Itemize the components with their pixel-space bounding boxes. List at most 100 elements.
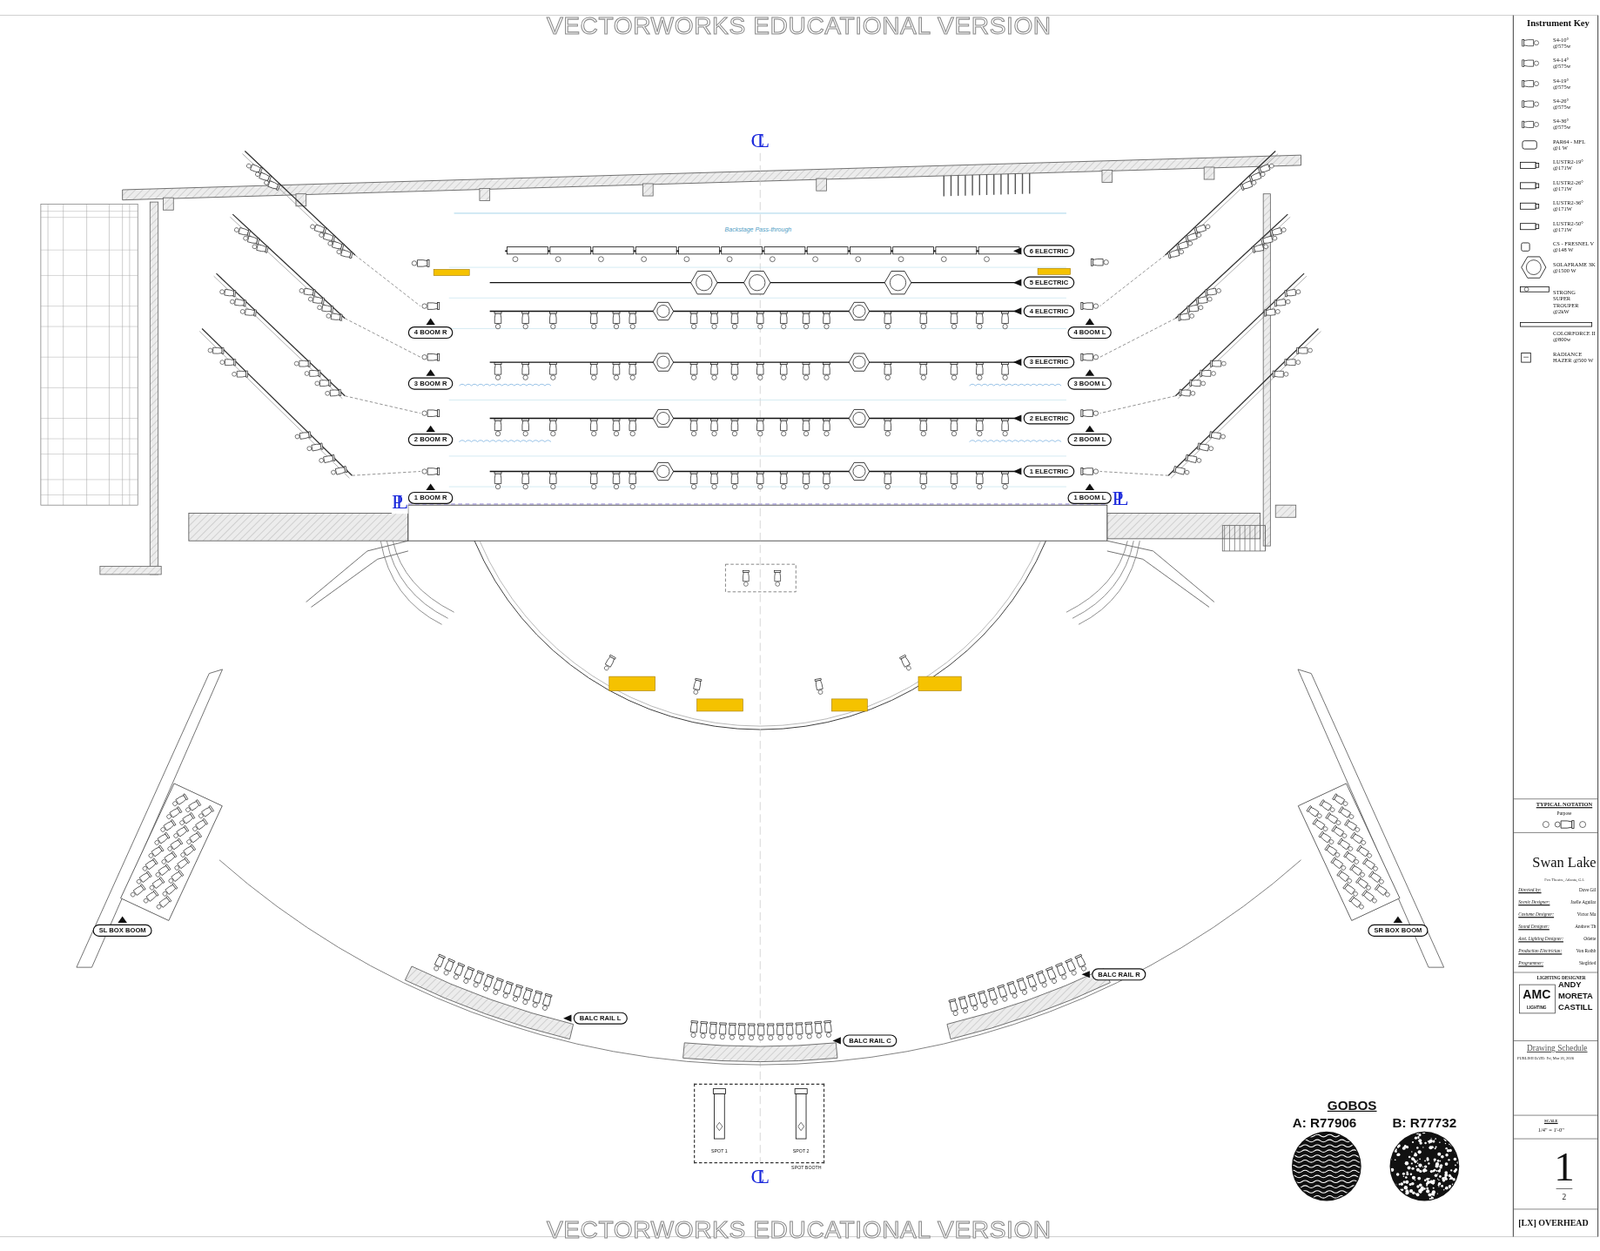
- position-name: SL BOX BOOM: [99, 926, 147, 934]
- stair-tread: [1229, 525, 1231, 552]
- gobo-speck: [1411, 1150, 1412, 1152]
- channel-circle: [691, 323, 696, 329]
- par-light: [941, 256, 947, 263]
- instrument-body: [795, 1023, 803, 1034]
- instrument: [1522, 100, 1540, 108]
- gobo-speck: [1411, 1162, 1413, 1164]
- instrument: [1179, 389, 1196, 397]
- instrument-body: [629, 313, 637, 324]
- instrument-body: [427, 410, 438, 417]
- table-rule: [108, 203, 110, 505]
- instrument-lens: [1001, 363, 1009, 365]
- instrument-body: [494, 420, 502, 431]
- channel-circle: [1335, 820, 1342, 827]
- instrument-body: [590, 420, 598, 431]
- instrument: [1001, 311, 1009, 330]
- instrument: [950, 311, 958, 330]
- instrument-body: [711, 313, 719, 324]
- direction-arrow: [1013, 279, 1022, 287]
- stair-tread: [1007, 174, 1009, 195]
- direction-arrow: [833, 1036, 841, 1044]
- channel-circle: [1260, 171, 1266, 177]
- instrument-lens: [711, 418, 719, 421]
- instrument: [1196, 295, 1213, 305]
- gobo-speck: [1438, 1185, 1439, 1187]
- title-block-rule: [1512, 1208, 1598, 1210]
- plot-label: VECTORWORKS EDUCATIONAL VERSION: [546, 11, 1052, 41]
- instrument-lens: [1319, 800, 1325, 807]
- instrument-lens: [1318, 831, 1325, 838]
- instrument-body: [1001, 420, 1009, 431]
- instrument: [1522, 60, 1540, 68]
- instrument-body: [711, 473, 719, 485]
- plot-label: Von Rothb: [1576, 947, 1597, 954]
- position-tag: SL BOX BOOM: [93, 924, 153, 937]
- instrument: [1325, 812, 1343, 827]
- gobo-speck: [1425, 1189, 1430, 1193]
- instrument-body: [1201, 369, 1211, 377]
- par-light: [984, 256, 990, 263]
- position-tag: BALC RAIL L: [573, 1012, 628, 1025]
- instrument: [242, 235, 260, 245]
- gobo-speck: [1391, 1183, 1394, 1186]
- gobo-speck: [1397, 1145, 1399, 1148]
- instrument-lens: [1338, 806, 1345, 814]
- gobo-speck: [1399, 1182, 1404, 1186]
- plot-label: CL: [750, 1164, 770, 1189]
- plot-label: TYPICAL NOTATION: [1536, 800, 1593, 807]
- instrument-lens: [1263, 309, 1267, 316]
- instrument-body: [950, 313, 958, 324]
- gobo-speck: [1390, 1150, 1393, 1154]
- gobo-speck: [1426, 1158, 1430, 1162]
- channel-circle: [523, 375, 528, 380]
- stair-tread: [1028, 173, 1030, 194]
- leg-masking: [458, 383, 551, 386]
- instrument-lens: [1204, 289, 1208, 296]
- gobo-speck: [1391, 1183, 1395, 1186]
- instrument-body: [823, 313, 831, 324]
- channel-circle: [758, 430, 763, 436]
- instrument-lens: [756, 471, 764, 474]
- gobo-speck: [1427, 1162, 1430, 1164]
- table-rule: [40, 438, 138, 440]
- gobo-speck: [1437, 1197, 1441, 1202]
- instrument: [884, 311, 892, 330]
- instrument: [690, 418, 698, 437]
- par-light: [898, 256, 904, 263]
- channel-circle: [219, 289, 224, 294]
- stair-tread: [1223, 525, 1225, 552]
- instrument-body: [1092, 258, 1103, 266]
- instrument: [612, 418, 620, 437]
- plot-label: Jaelle Aguilar: [1570, 899, 1596, 905]
- instrument: [822, 471, 830, 490]
- channel-circle: [135, 878, 142, 885]
- instrument-body: [976, 473, 984, 485]
- gobo-speck: [1452, 1134, 1454, 1137]
- instrument: [1081, 302, 1099, 310]
- plot-label: CL: [750, 128, 770, 153]
- channel-circle: [630, 375, 635, 380]
- gobo-wave: [1290, 1134, 1364, 1137]
- instrument: [899, 654, 913, 672]
- instrument-lens: [710, 1021, 718, 1024]
- instrument-lens: [339, 314, 343, 321]
- note-tag: [831, 699, 868, 712]
- instrument-lens: [822, 311, 830, 314]
- position-tag: BALC RAIL C: [842, 1034, 898, 1047]
- instrument: [160, 851, 177, 866]
- leader-line: [344, 396, 421, 414]
- plot-label: Scenic Designer:: [1518, 899, 1550, 905]
- instrument-body: [612, 473, 620, 485]
- instrument: [1356, 877, 1373, 892]
- legend-entry: SOLAFRAME 3K @1500 W: [1552, 261, 1596, 275]
- channel-circle: [252, 243, 258, 249]
- instrument-body: [494, 473, 502, 485]
- table-rule: [40, 326, 138, 328]
- instrument-body: [1082, 302, 1094, 310]
- instrument-lens: [779, 363, 787, 365]
- instrument: [1297, 347, 1313, 355]
- instrument: [690, 1020, 699, 1037]
- instrument-lens: [1081, 302, 1083, 310]
- title-block-rule: [1512, 798, 1598, 800]
